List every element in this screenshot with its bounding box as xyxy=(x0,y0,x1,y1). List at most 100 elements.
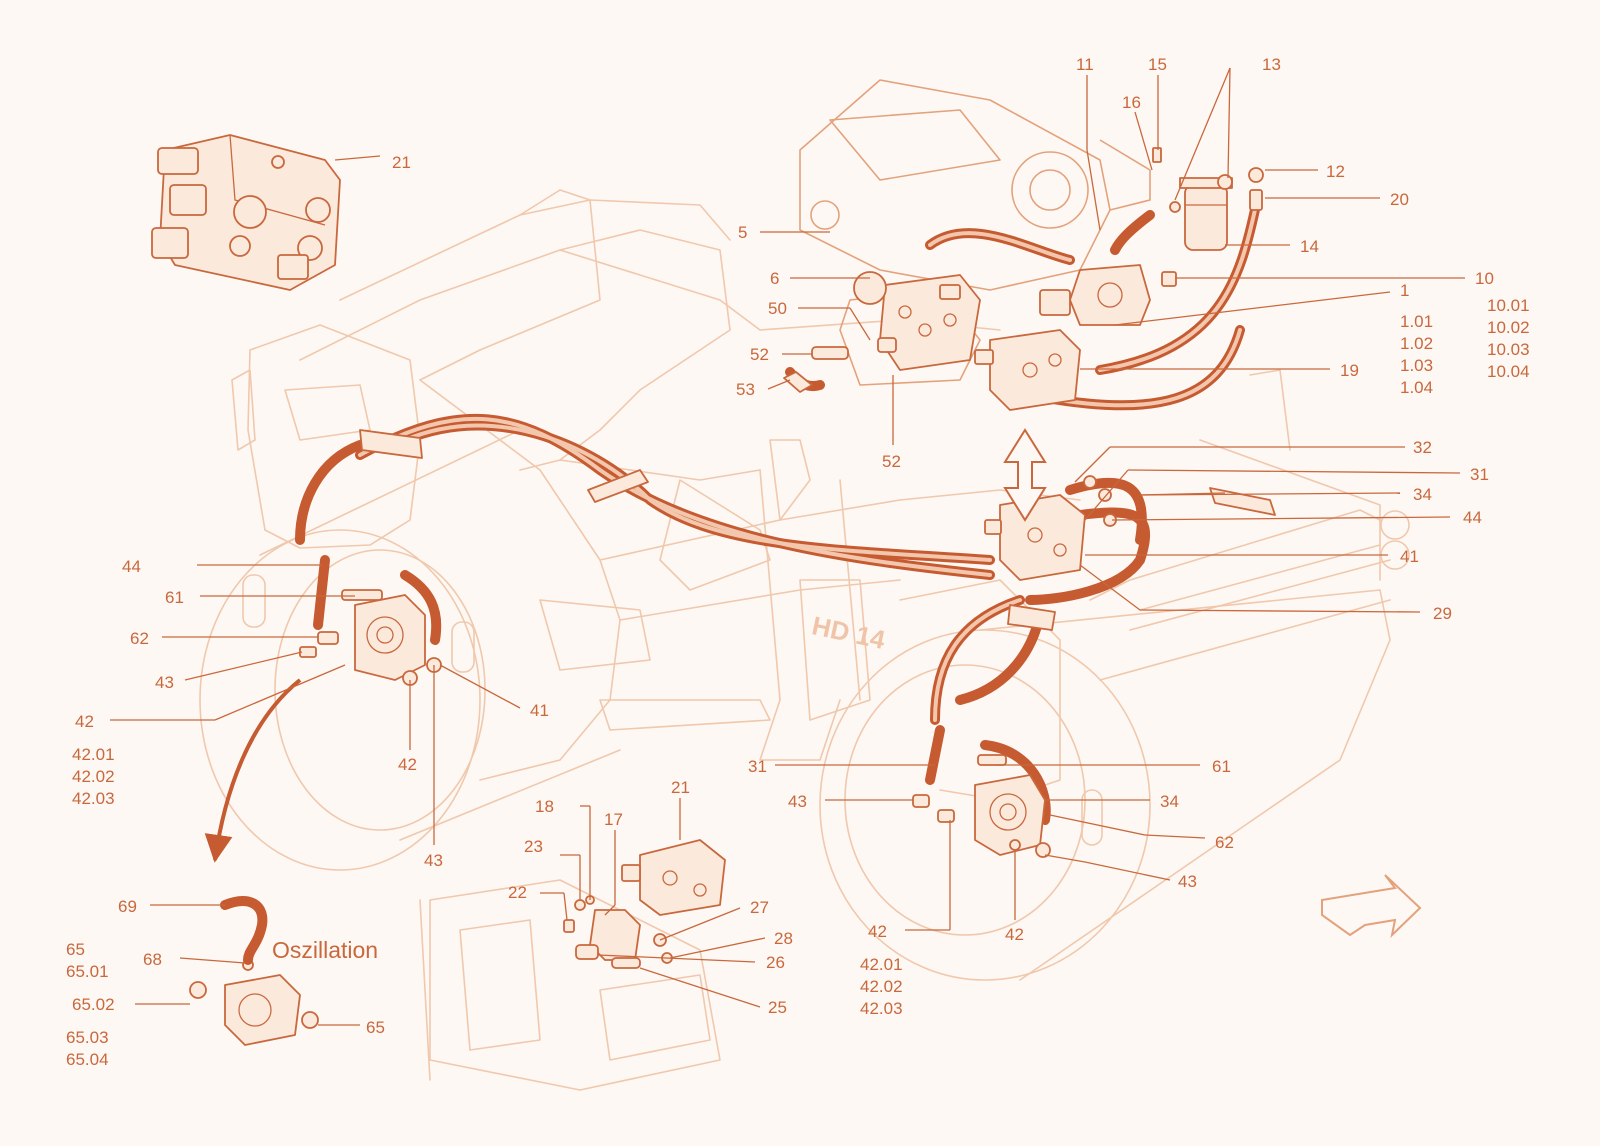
callout-52-center: 52 xyxy=(882,452,901,471)
callout-22: 22 xyxy=(508,883,527,902)
callout-61-left: 61 xyxy=(165,588,184,607)
fitting-52 xyxy=(811,346,849,360)
clamp-block-right xyxy=(1007,604,1056,631)
hydraulic-pump-1 xyxy=(1039,264,1151,326)
callout-16: 16 xyxy=(1122,93,1141,112)
callout-42-right-b: 42 xyxy=(1005,925,1024,944)
direction-arrow xyxy=(1321,874,1422,938)
callout-42-right-a: 42 xyxy=(868,922,887,941)
callout-10-01: 10.01 xyxy=(1487,296,1530,315)
part-26 xyxy=(575,944,599,960)
callout-1: 1 xyxy=(1400,281,1409,300)
callout-34-top: 34 xyxy=(1413,485,1432,504)
fitting-20 xyxy=(1249,189,1263,211)
fitting-10 xyxy=(1161,271,1177,287)
callout-43-left: 43 xyxy=(155,673,174,692)
drum-motor-right xyxy=(912,754,1051,858)
part-22 xyxy=(563,919,575,933)
distributor-block-19 xyxy=(974,329,1081,411)
callout-19: 19 xyxy=(1340,361,1359,380)
callout-32: 32 xyxy=(1413,438,1432,457)
callout-62-left: 62 xyxy=(130,629,149,648)
callout-42-01-left: 42.01 xyxy=(72,745,115,764)
callout-43-right-b: 43 xyxy=(1178,872,1197,891)
callout-21-top: 21 xyxy=(392,153,411,172)
callout-53: 53 xyxy=(736,380,755,399)
callout-42-03-right: 42.03 xyxy=(860,999,903,1018)
callout-65-04: 65.04 xyxy=(66,1050,109,1069)
callout-13: 13 xyxy=(1262,55,1281,74)
callout-17: 17 xyxy=(604,810,623,829)
callout-68: 68 xyxy=(143,950,162,969)
leader-lines xyxy=(110,67,1465,1026)
callout-31-bottom: 31 xyxy=(748,757,767,776)
callout-15: 15 xyxy=(1148,55,1167,74)
valve-block-bottom xyxy=(621,839,726,916)
callout-42-center-left: 42 xyxy=(398,755,417,774)
callout-10-02: 10.02 xyxy=(1487,318,1530,337)
clamp-block-center xyxy=(587,469,649,503)
callout-1-01: 1.01 xyxy=(1400,312,1433,331)
callout-43-center-left: 43 xyxy=(424,851,443,870)
screw-15 xyxy=(1152,147,1162,163)
callout-42-01-right: 42.01 xyxy=(860,955,903,974)
callout-27: 27 xyxy=(750,898,769,917)
callout-41-left: 41 xyxy=(530,701,549,720)
oscillation-pointer-arrow xyxy=(204,678,302,863)
callout-12: 12 xyxy=(1326,162,1345,181)
callout-65-01: 65.01 xyxy=(66,962,109,981)
hydraulic-components xyxy=(151,134,1276,1046)
callout-50: 50 xyxy=(768,299,787,318)
callout-11: 11 xyxy=(1076,55,1094,74)
callout-6: 6 xyxy=(770,269,779,288)
callout-1-04: 1.04 xyxy=(1400,378,1433,397)
drum-motor-left xyxy=(299,589,442,686)
callout-52-left: 52 xyxy=(750,345,769,364)
callout-65-02: 65.02 xyxy=(72,995,115,1014)
clamp-block-left xyxy=(359,429,423,459)
callout-26: 26 xyxy=(766,953,785,972)
valve-block-29 xyxy=(984,475,1117,581)
oscillation-pump xyxy=(189,896,319,1046)
callout-42-left: 42 xyxy=(75,712,94,731)
callout-labels: 21 11 15 13 16 12 20 14 5 6 10 10.01 10.… xyxy=(66,55,1530,1069)
callout-62-right: 62 xyxy=(1215,833,1234,852)
callout-10-03: 10.03 xyxy=(1487,340,1530,359)
callout-28: 28 xyxy=(774,929,793,948)
callout-10-04: 10.04 xyxy=(1487,362,1530,381)
callout-29: 29 xyxy=(1433,604,1452,623)
callout-1-03: 1.03 xyxy=(1400,356,1433,375)
callout-10: 10 xyxy=(1475,269,1494,288)
part-25 xyxy=(611,957,641,969)
fitting-13 xyxy=(1217,174,1233,190)
fitting-12 xyxy=(1248,167,1264,183)
callout-42-03-left: 42.03 xyxy=(72,789,115,808)
callout-43-right-a: 43 xyxy=(788,792,807,811)
callout-41-right: 41 xyxy=(1400,547,1419,566)
manifold-34 xyxy=(1209,487,1276,516)
part-23 xyxy=(574,899,586,911)
callout-42-02-left: 42.02 xyxy=(72,767,115,786)
callout-14: 14 xyxy=(1300,237,1319,256)
callout-69: 69 xyxy=(118,897,137,916)
callout-65-03: 65.03 xyxy=(66,1028,109,1047)
valve-block-50 xyxy=(853,271,981,371)
callout-44-left: 44 xyxy=(122,557,141,576)
fitting-52b xyxy=(877,337,897,353)
callout-31-top: 31 xyxy=(1470,465,1489,484)
oscillation-caption: Oszillation xyxy=(272,937,378,963)
callout-21-bottom: 21 xyxy=(671,778,690,797)
frame-stamp: HD 14 xyxy=(809,610,888,655)
double-arrow xyxy=(1003,428,1047,522)
callout-61-right: 61 xyxy=(1212,757,1231,776)
fitting-13b xyxy=(1169,201,1181,213)
callout-5: 5 xyxy=(738,223,747,242)
callout-44-right: 44 xyxy=(1463,508,1482,527)
callout-1-02: 1.02 xyxy=(1400,334,1433,353)
callout-20: 20 xyxy=(1390,190,1409,209)
callout-65-right: 65 xyxy=(366,1018,385,1037)
callout-18: 18 xyxy=(535,797,554,816)
callout-34-bottom: 34 xyxy=(1160,792,1179,811)
callout-65-top: 65 xyxy=(66,940,85,959)
